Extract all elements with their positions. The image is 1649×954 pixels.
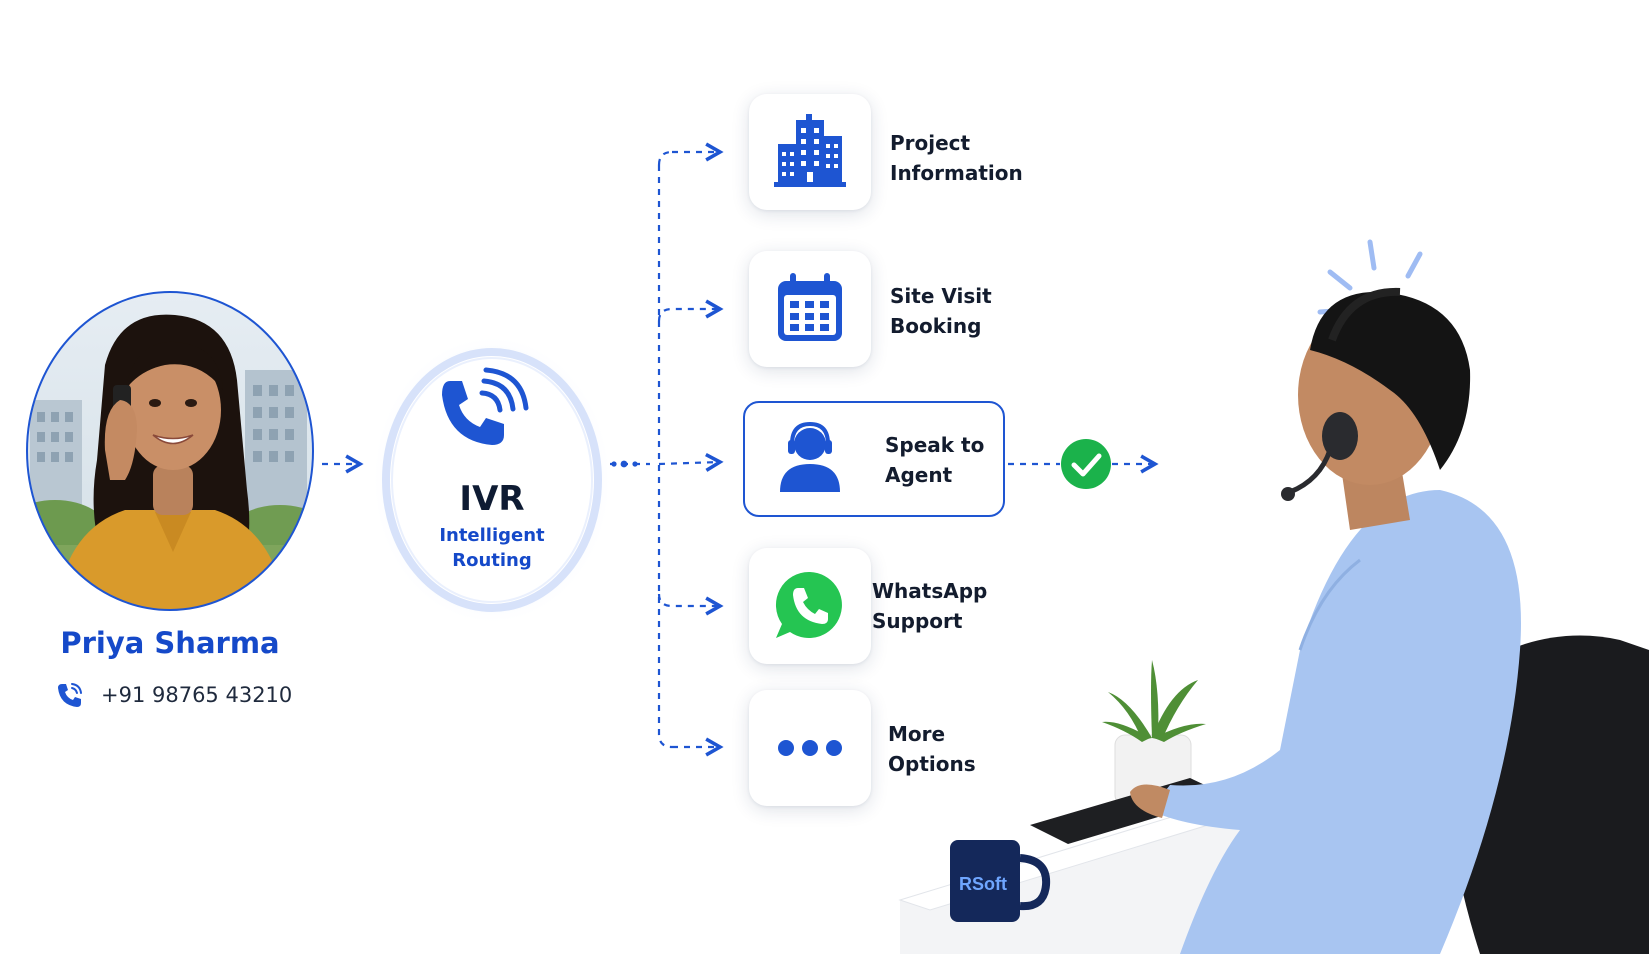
- mug-logo: RSoft: [959, 874, 1007, 894]
- option-agent-highlight[interactable]: [743, 401, 1005, 517]
- calendar-icon: [778, 273, 842, 341]
- caller-phone-number: +91 98765 43210: [101, 683, 293, 707]
- ivr-subtitle-line1: Intelligent: [439, 525, 545, 546]
- caller-name: Priya Sharma: [60, 626, 280, 660]
- option-card-project[interactable]: [749, 94, 871, 210]
- ivr-title: IVR: [459, 479, 525, 519]
- connector-whatsapp: [657, 593, 724, 616]
- option-card-more[interactable]: [749, 690, 871, 806]
- ivr-subtitle-line2: Routing: [452, 550, 532, 571]
- agent-at-desk-illustration: RSoft: [898, 239, 1649, 954]
- mug: RSoft: [950, 840, 1051, 922]
- option-card-whatsapp[interactable]: [749, 548, 871, 664]
- ivr-hub: [372, 335, 612, 625]
- option-card-site-visit[interactable]: [749, 251, 871, 367]
- whatsapp-icon: [775, 571, 842, 638]
- buildings-icon: [774, 114, 846, 187]
- connector-site-visit: [657, 299, 724, 322]
- connector-agent: [658, 452, 724, 472]
- connector-trunk: [657, 150, 673, 749]
- agent-icon: [780, 421, 840, 492]
- more-dots-icon: [778, 740, 842, 756]
- phone-ringing-icon: [442, 367, 529, 445]
- caller-phone-row: +91 98765 43210: [55, 680, 292, 710]
- phone-icon: [58, 683, 82, 707]
- caller-avatar: [26, 291, 314, 611]
